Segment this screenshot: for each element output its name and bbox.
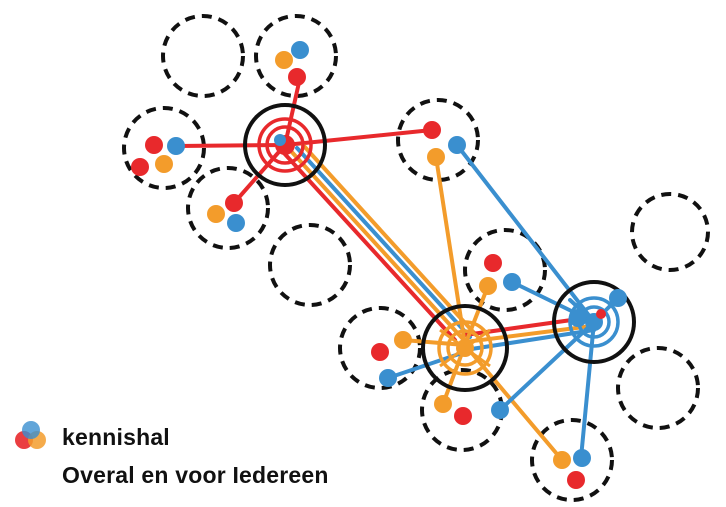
brand-tagline: Overal en voor Iedereen [62,462,329,488]
hub-red [243,103,327,187]
node-orange [207,205,225,223]
hub-blue [552,280,636,364]
node-red [567,471,585,489]
peer-circle [616,346,700,430]
node-orange [394,331,412,349]
node-red [288,68,306,86]
hub-orange [421,304,509,392]
node-blue [609,289,627,307]
node-blue [569,309,587,327]
peer-circle [338,306,422,390]
peer-circle [161,14,245,98]
link-orange [463,284,490,347]
node-blue [291,41,309,59]
link-orange [301,143,478,337]
node-red [423,121,441,139]
node-blue [227,214,245,232]
peer-circle [396,98,480,182]
link-orange [463,343,564,462]
peer-circle [122,106,206,190]
node-orange [155,155,173,173]
node-red [225,194,243,212]
peer-circle [186,166,270,250]
link-blue [455,143,596,324]
peer-circle [254,14,338,98]
node-orange [553,451,571,469]
link-red [283,76,302,147]
node-red [454,407,472,425]
peer-nodes [131,41,627,489]
node-blue [503,273,521,291]
link-red [175,143,287,148]
link-orange [288,148,464,340]
link-blue [295,146,472,339]
node-red [131,158,149,176]
link-orange [401,338,467,347]
link-red [281,150,457,342]
peer-circle [630,192,710,272]
link-blue [498,320,596,412]
connections [175,76,620,462]
node-orange [434,395,452,413]
peer-circle [268,223,352,307]
link-orange [434,155,467,347]
node-blue [448,136,466,154]
node-blue [573,449,591,467]
kennishal-logo-icon [15,421,46,449]
peer-circle [463,228,547,312]
peer-circle [530,418,614,502]
node-blue [379,369,397,387]
node-orange [427,148,445,166]
peer-circles [122,14,710,502]
node-orange [275,51,293,69]
node-blue [491,401,509,419]
node-red [371,343,389,361]
node-blue [167,137,185,155]
node-orange [479,277,497,295]
node-red [145,136,163,154]
node-red [484,254,502,272]
brand-name: kennishal [62,424,170,450]
